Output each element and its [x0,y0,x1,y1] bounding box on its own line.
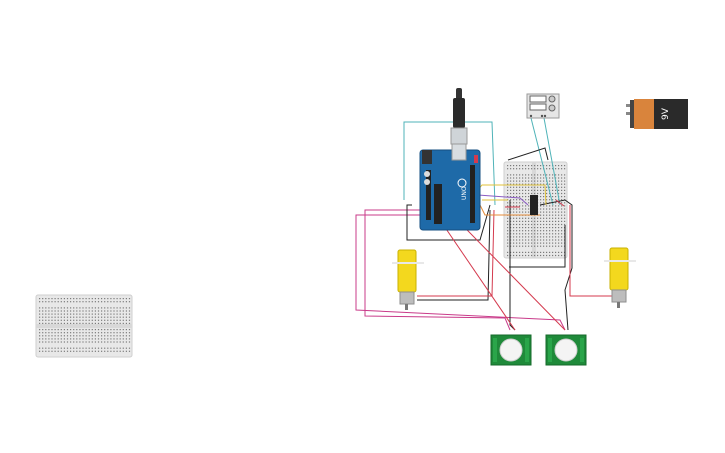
wire-black [509,225,566,268]
wire-black [507,147,549,161]
spare-breadboard[interactable] [35,294,133,358]
motor-left[interactable] [392,249,424,310]
motor-right[interactable] [604,247,636,308]
wire-teal [543,117,561,206]
wire-red [417,209,495,297]
pir-sensor-2[interactable] [545,334,587,366]
wire-magenta [364,209,511,331]
arduino-uno[interactable]: UNO [419,88,481,231]
wire-black [539,199,573,331]
pir-sensor-1[interactable] [490,334,532,366]
wire-red [555,199,565,207]
breadboard-holes [39,298,131,352]
wire-black [417,209,491,301]
wire-black [406,204,491,241]
battery-label: 9V [661,107,671,120]
wire-teal [403,121,496,206]
dual-switch-module[interactable] [526,93,560,119]
wire-orange [479,204,540,216]
wire-magenta [355,214,566,331]
battery-9v[interactable]: 9V [626,99,688,129]
wire-red [569,205,612,297]
arduino-logo-text: UNO [461,186,468,200]
motor-driver-chip[interactable] [530,195,538,215]
wire-teal [530,117,554,206]
wires [355,117,612,331]
wire-purple [477,194,529,206]
